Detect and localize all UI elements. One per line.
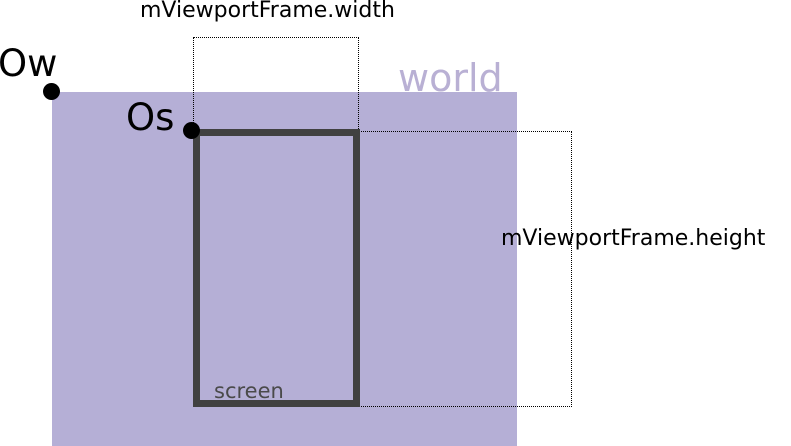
world-label: world <box>398 56 503 100</box>
viewport-width-label: mViewportFrame.width <box>140 0 395 23</box>
world-origin-label: Ow <box>0 42 58 85</box>
world-area <box>52 92 517 446</box>
screen-origin-label: Os <box>126 96 175 139</box>
viewport-height-label: mViewportFrame.height <box>501 226 766 251</box>
screen-label: screen <box>214 379 284 403</box>
viewport-height-guide <box>357 131 572 407</box>
viewport-width-guide <box>193 37 359 135</box>
world-origin-dot <box>43 83 60 100</box>
screen-origin-dot <box>183 122 200 139</box>
screen-frame <box>193 129 360 407</box>
